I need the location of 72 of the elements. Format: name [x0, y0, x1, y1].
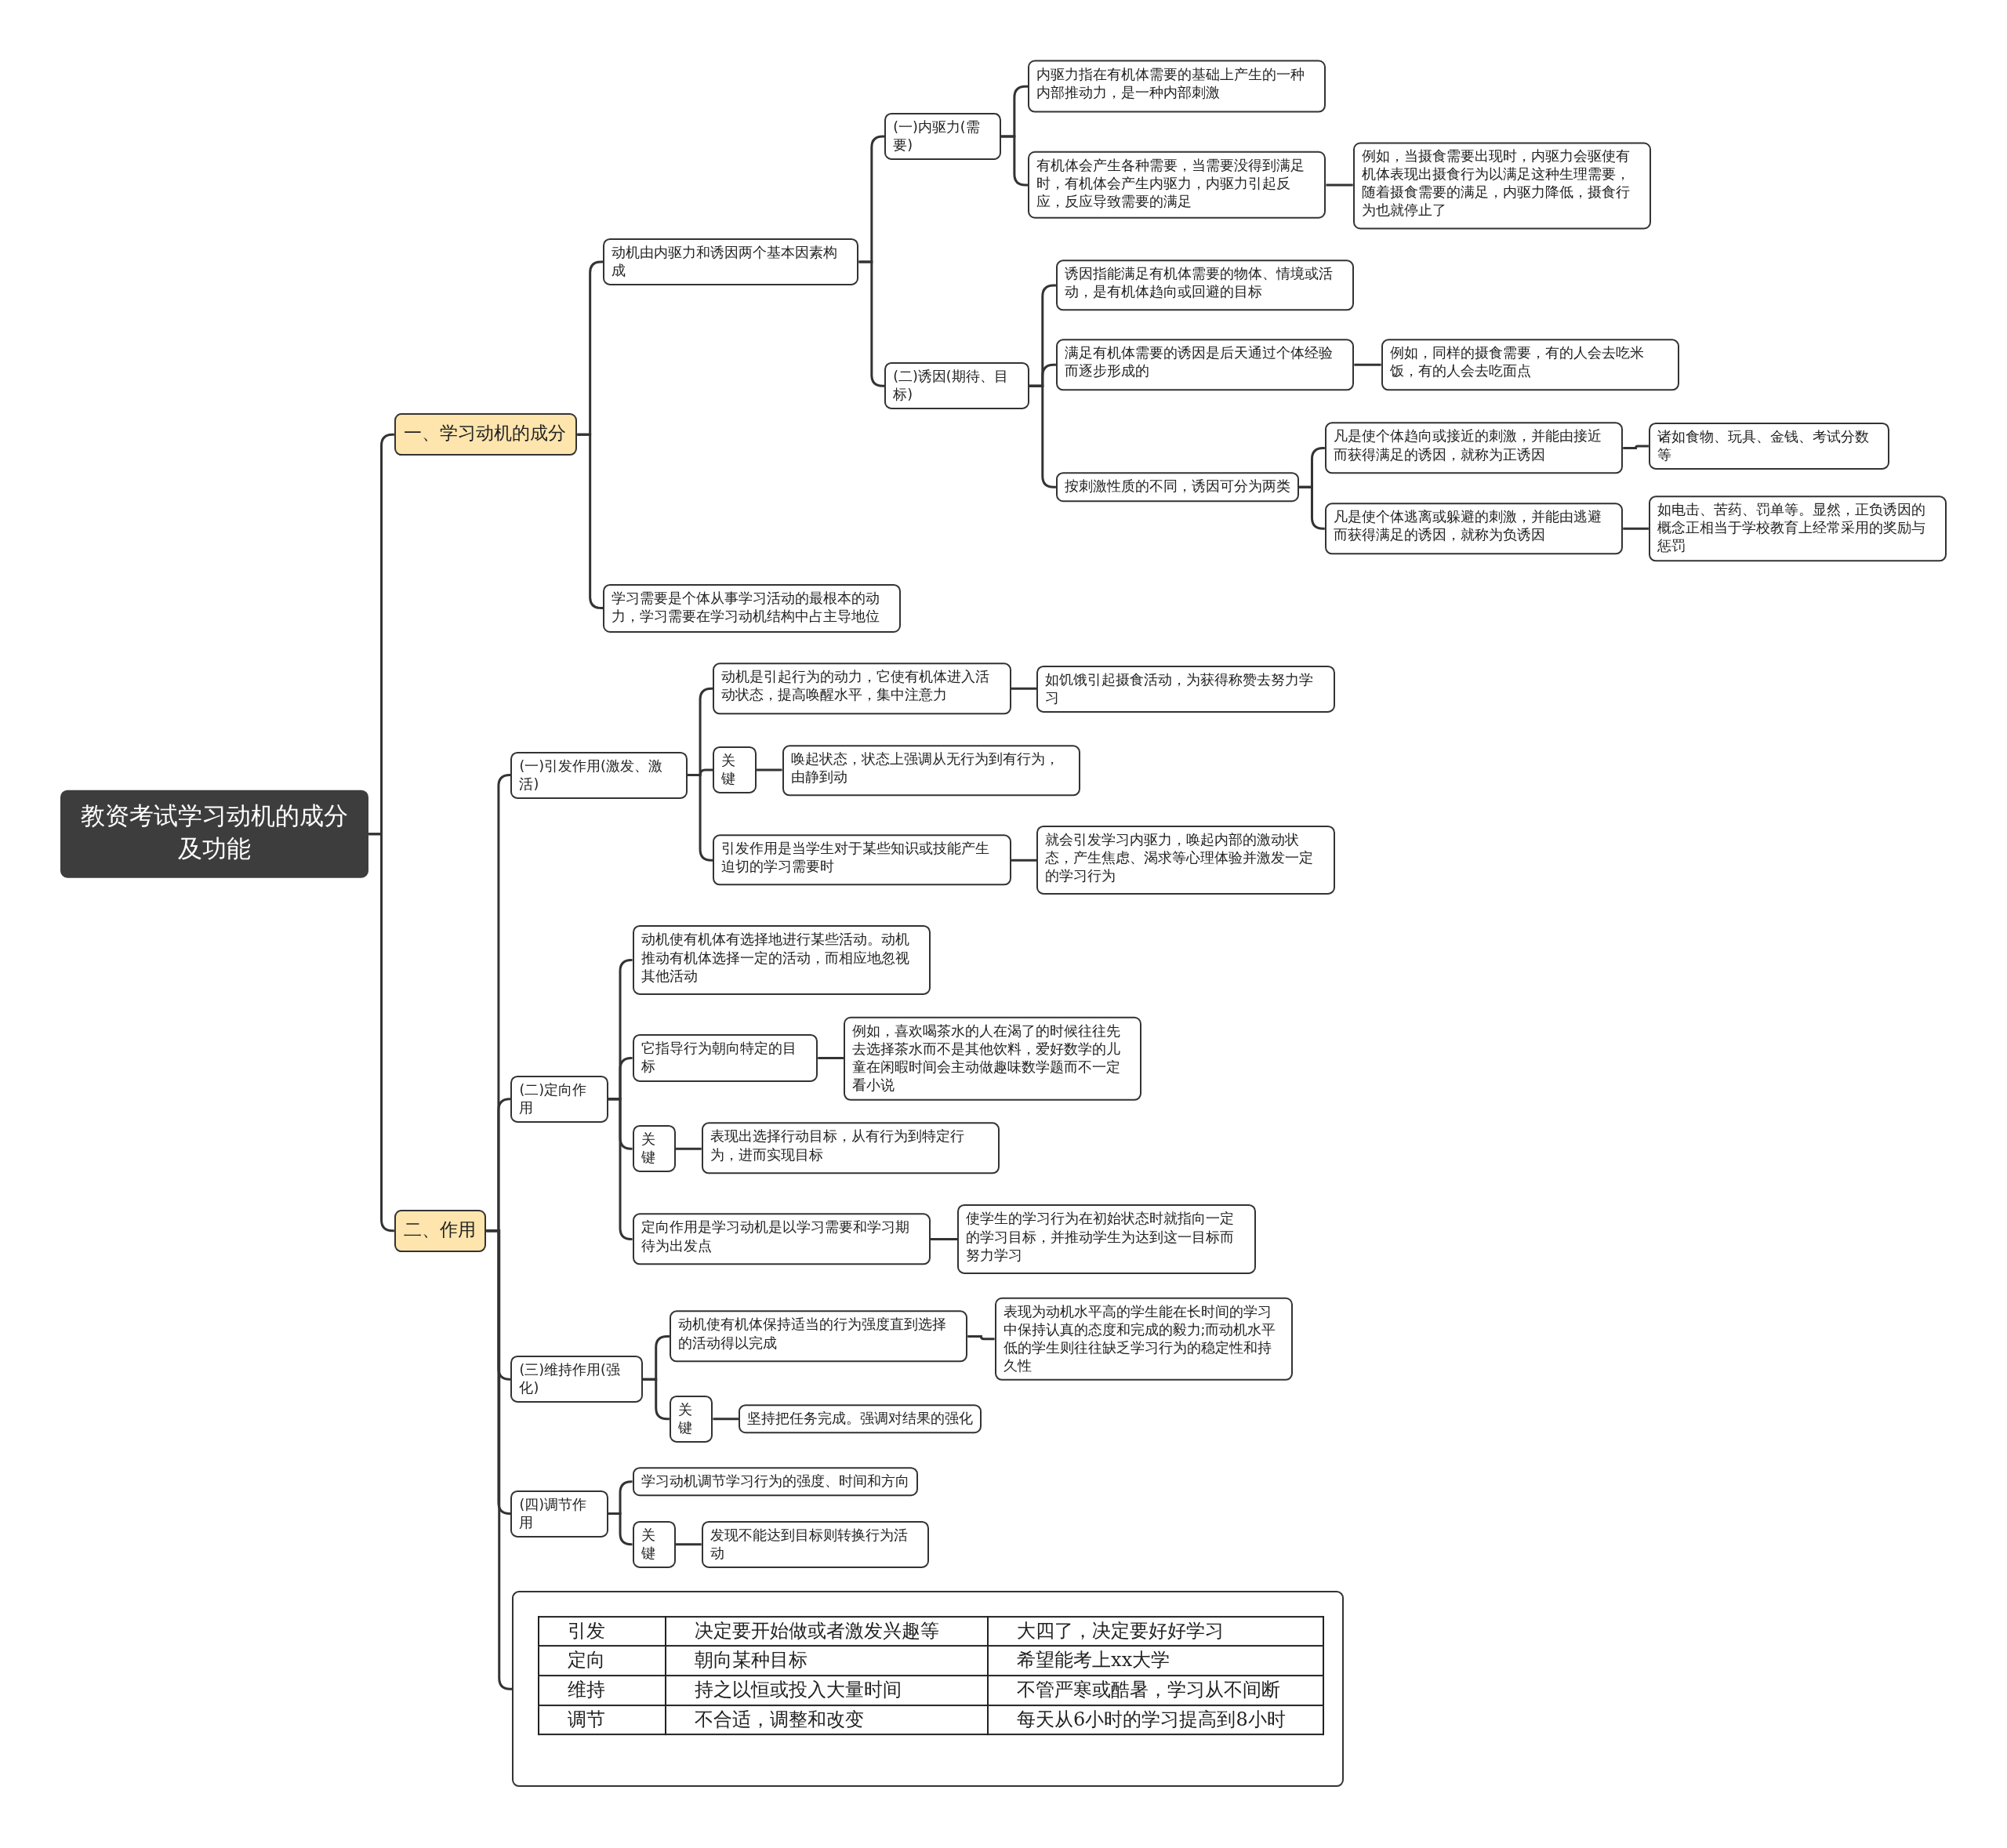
topic-box: 发现不能达到目标则转换行为活动	[701, 1520, 930, 1568]
connector-line	[1623, 445, 1649, 449]
topic-box: 学习动机调节学习行为的强度、时间和方向	[632, 1467, 918, 1497]
topic-box: 有机体会产生各种需要，当需要没得到满足时，有机体会产生内驱力，内驱力引起反应，反应导致需要的满足	[1028, 151, 1327, 220]
table-panel	[512, 1591, 1345, 1788]
table-cell: 定向	[539, 1646, 666, 1676]
topic-box: (一)内驱力(需要)	[884, 112, 1001, 160]
topic-box: 例如，当摄食需要出现时，内驱力会驱使有机体表现出摄食行为以满足这种生理需要，随着摄食需要的满足，内驱力降低，摄食行为也就停止了	[1352, 142, 1652, 230]
connector-line	[756, 768, 782, 772]
connector-line	[1011, 687, 1037, 690]
branch-topic: 二、作用	[394, 1209, 487, 1252]
connector-line	[1011, 859, 1037, 862]
connector-line	[1354, 363, 1381, 366]
table-cell: 持之以恒或投入大量时间	[665, 1676, 989, 1705]
topic-box: 引发作用是当学生对于某些知识或技能产生迫切的学习需要时	[713, 834, 1011, 886]
topic-box: (四)调节作用	[510, 1490, 608, 1538]
topic-box: 诱因指能满足有机体需要的物体、情境或活动，是有机体趋向或回避的目标	[1055, 260, 1355, 311]
topic-box: 如电击、苦药、罚单等。显然，正负诱因的概念正相当于学校教育上经常采用的奖励与惩罚	[1648, 496, 1947, 561]
table-cell: 不管严寒或酷暑，学习从不间断	[988, 1676, 1323, 1705]
topic-box: 使学生的学习行为在初始状态时就指向一定的学习目标，并推动学生为达到这一目标而努力学习	[957, 1204, 1256, 1274]
topic-box: 就会引发学习内驱力，唤起内部的激动状态，产生焦虑、渴求等心理体验并激发一定的学习行为	[1036, 826, 1335, 895]
connector-line	[486, 1229, 513, 1690]
topic-box: 定向作用是学习动机是以学习需要和学习期待为出发点	[632, 1213, 931, 1265]
connector-line	[967, 1335, 995, 1341]
topic-box: 满足有机体需要的诱因是后天通过个体经验而逐步形成的	[1055, 339, 1355, 390]
topic-box: 它指导行为朝向特定的目标	[632, 1034, 818, 1082]
connector-line	[676, 1543, 702, 1546]
topic-box: (一)引发作用(激发、激活)	[510, 751, 688, 799]
topic-box: 例如，同样的摄食需要，有的人会去吃米饭，有的人会去吃面点	[1381, 339, 1680, 390]
topic-box: 例如，喜欢喝茶水的人在渴了的时候往往先去选择茶水而不是其他饮料，爱好数学的儿童在闲暇时间会主动做趣味数学题而不一定看小说	[843, 1017, 1142, 1101]
table-cell: 引发	[539, 1616, 666, 1646]
table-cell: 维持	[539, 1676, 666, 1705]
table-cell: 希望能考上xx大学	[988, 1646, 1323, 1676]
topic-box: 内驱力指在有机体需要的基础上产生的一种内部推动力，是一种内部刺激	[1028, 60, 1327, 113]
table-cell: 调节	[539, 1705, 666, 1735]
table-cell: 每天从6小时的学习提高到8小时	[988, 1705, 1323, 1735]
table-cell: 大四了，决定要好好学习	[988, 1616, 1323, 1646]
topic-box: 表现出选择行动目标，从有行为到特定行为，进而实现目标	[701, 1122, 1000, 1175]
topic-box: (三)维持作用(强化)	[510, 1356, 643, 1403]
topic-box: 凡是使个体逃离或躲避的刺激，并能由逃避而获得满足的诱因，就称为负诱因	[1324, 503, 1624, 554]
topic-box: 动机使有机体有选择地进行某些活动。动机推动有机体选择一定的活动，而相应地忽视其他活动	[632, 925, 931, 995]
branch-topic: 一、学习动机的成分	[394, 413, 578, 456]
connector-line	[1299, 485, 1325, 530]
table-cell: 决定要开始做或者激发兴趣等	[665, 1616, 989, 1646]
topic-box: 诸如食物、玩具、金钱、考试分数等	[1648, 422, 1889, 470]
topic-box: 动机使有机体保持适当的行为强度直到选择的活动得以完成	[669, 1310, 968, 1363]
table-cell: 不合适，调整和改变	[665, 1705, 989, 1735]
connector-line	[930, 1237, 958, 1240]
topic-box: 关键	[713, 746, 757, 794]
topic-box: 关键	[669, 1395, 713, 1443]
topic-box: 动机是引起行为的动力，它使有机体进入活动状态，提高唤醒水平，集中注意力	[713, 663, 1011, 714]
topic-box: (二)定向作用	[510, 1075, 608, 1123]
topic-box: 关键	[632, 1520, 676, 1568]
root-topic: 教资考试学习动机的成分及功能	[60, 790, 369, 878]
topic-box: 动机由内驱力和诱因两个基本因素构成	[602, 238, 859, 285]
connector-line	[1623, 527, 1649, 530]
topic-box: (二)诱因(期待、目标)	[884, 362, 1029, 410]
topic-box: 唤起状态，状态上强调从无行为到有行为，由静到动	[782, 745, 1080, 797]
topic-box: 按刺激性质的不同，诱因可分为两类	[1055, 472, 1300, 502]
topic-box: 学习需要是个体从事学习活动的最根本的动力，学习需要在学习动机结构中占主导地位	[602, 583, 902, 633]
connector-line	[1326, 183, 1353, 187]
topic-box: 坚持把任务完成。强调对结果的强化	[739, 1404, 982, 1434]
connector-line	[818, 1056, 844, 1059]
connector-line	[608, 1512, 633, 1546]
topic-box: 关键	[632, 1125, 676, 1173]
connector-line	[642, 1378, 670, 1421]
connector-line	[713, 1418, 739, 1421]
topic-box: 表现为动机水平高的学生能在长时间的学习中保持认真的态度和完成的毅力;而动机水平低的学生则往往缺乏学习行为的稳定性和持久性	[994, 1297, 1293, 1381]
topic-box: 凡是使个体趋向或接近的刺激，并能由接近而获得满足的诱因，就称为正诱因	[1324, 422, 1624, 474]
table-cell: 朝向某种目标	[665, 1646, 989, 1676]
topic-box: 如饥饿引起摄食活动，为获得称赞去努力学习	[1036, 666, 1335, 713]
connector-line	[676, 1147, 702, 1150]
